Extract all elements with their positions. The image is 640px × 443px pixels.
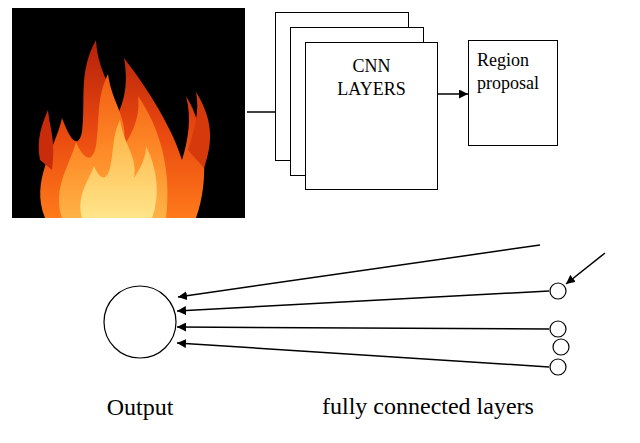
- layer-caption: fully connected layers: [322, 392, 534, 421]
- neuron: [553, 339, 569, 355]
- flame-tongue: [188, 92, 210, 168]
- flame-tongue: [39, 110, 54, 170]
- fc-arrow: [177, 327, 549, 329]
- neuron: [550, 359, 566, 375]
- flow-arrow: [438, 93, 468, 95]
- neuron: [550, 283, 566, 299]
- output-circle: [104, 286, 176, 358]
- flame-outer: [40, 40, 204, 218]
- flame-middle: [59, 74, 168, 218]
- fc-arrow: [177, 291, 549, 311]
- process-box: Region proposal: [468, 40, 558, 146]
- fc-arrow: [177, 343, 549, 367]
- node-label: Output: [107, 392, 174, 423]
- flame-core: [80, 120, 156, 218]
- layer-box: CNN LAYERS: [305, 42, 438, 190]
- node-label: Region proposal: [477, 49, 547, 96]
- node-label: CNN LAYERS: [329, 55, 415, 102]
- output-node: Output: [80, 284, 200, 428]
- neuron: [550, 321, 566, 337]
- fire-photo-ground: [12, 8, 245, 218]
- fc-arrow: [178, 245, 540, 297]
- fc-input-arrow: [566, 253, 605, 284]
